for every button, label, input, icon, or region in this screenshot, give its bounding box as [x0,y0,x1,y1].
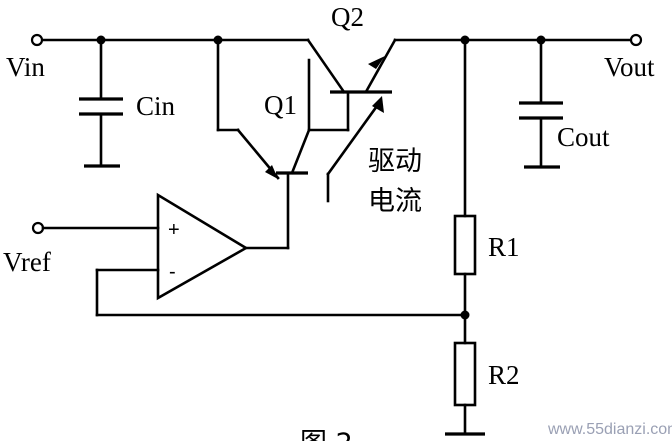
cout-capacitor [519,38,563,169]
q1-emitter-arrow [265,165,278,179]
vout-terminal [629,33,643,47]
figure-caption: 图 2 [300,428,353,441]
cin-label: Cin [136,91,176,121]
q2-label: Q2 [331,2,364,32]
cout-label: Cout [557,122,610,152]
op-amp [41,192,467,317]
vref-label: Vref [3,247,51,277]
junction-dots [96,35,546,320]
cin-capacitor [79,38,123,168]
q1-transistor [216,38,311,250]
r1-resistor [453,214,477,276]
q2-transistor [306,38,397,132]
r2-label: R2 [488,360,520,390]
vref-terminal [31,221,45,235]
vout-label: Vout [604,52,655,82]
q2-emitter-arrow [368,56,385,69]
q1-label: Q1 [264,90,297,120]
drive-current-label-line1: 驱动 [368,146,422,177]
r2-resistor [453,341,477,407]
op-amp-minus-sign: - [169,261,176,283]
drive-current-arrow [326,96,384,203]
op-amp-plus-sign: + [168,219,180,241]
resistor-divider [445,38,485,436]
drive-current-label-line2: 电流 [368,186,422,217]
r1-label: R1 [488,232,520,262]
vin-terminal [30,33,44,47]
watermark: www.55dianzi.com [547,421,672,438]
vin-label: Vin [6,52,45,82]
